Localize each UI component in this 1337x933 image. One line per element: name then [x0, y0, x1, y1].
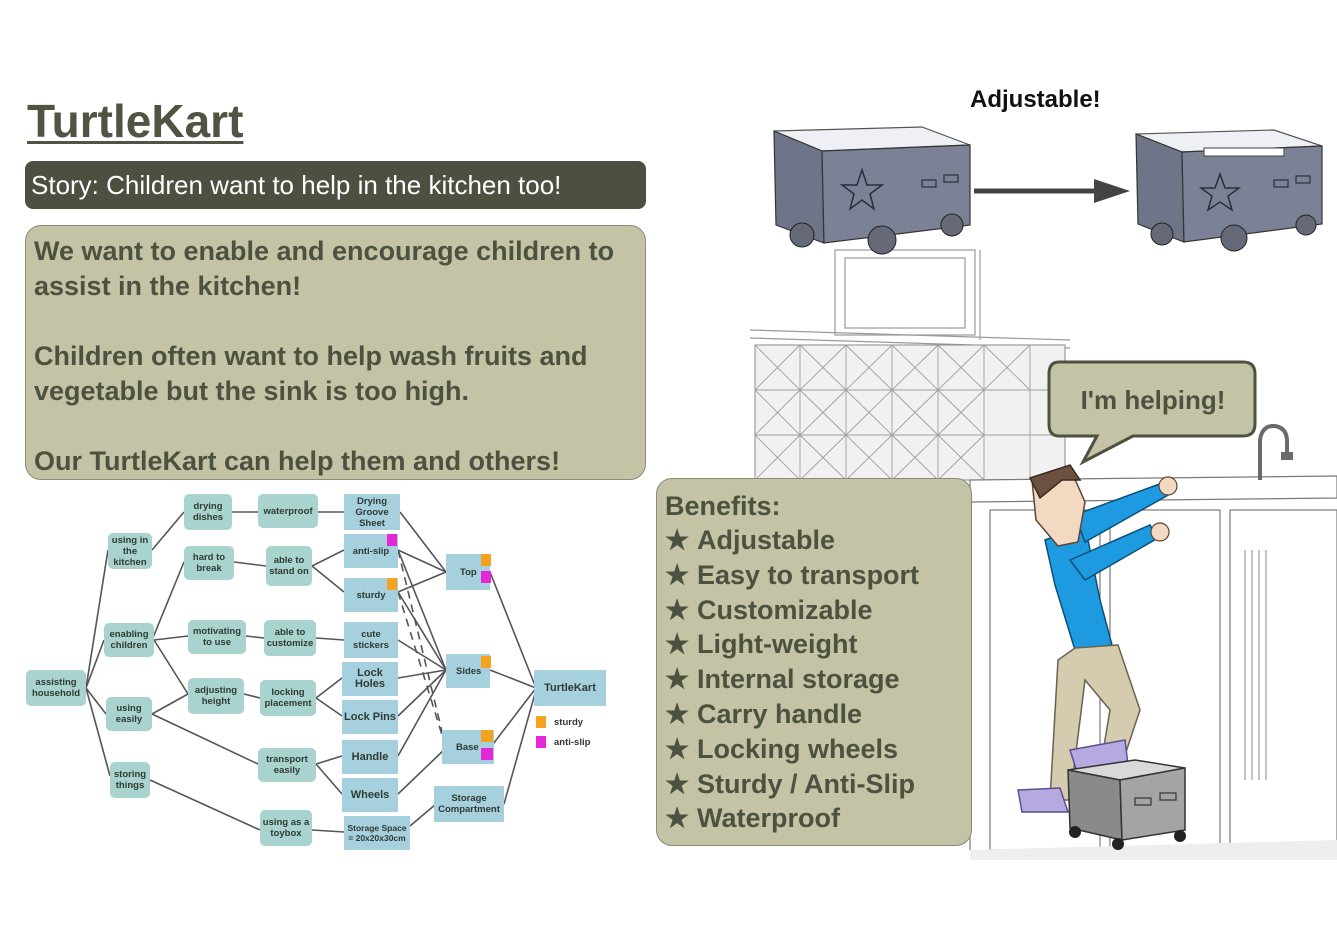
speech-bubble-text: I'm helping!: [1080, 385, 1226, 415]
benefit-label: Easy to transport: [697, 559, 920, 590]
node-enabling-children: enabling children: [104, 623, 154, 657]
story-banner: Story: Children want to help in the kitc…: [25, 161, 646, 209]
kitchen-illustration: [749, 249, 1337, 860]
node-cute-stickers: cute stickers: [344, 622, 398, 658]
node-wheels: Wheels: [342, 778, 398, 812]
benefit-item: ★Waterproof: [665, 801, 963, 836]
legend-label-antislip: anti-slip: [554, 736, 591, 748]
node-able-to-stand: able to stand on: [266, 546, 312, 586]
node-storage-space: Storage Space = 20x20x30cm: [344, 816, 410, 850]
benefit-label: Carry handle: [697, 698, 863, 729]
legend-item-antislip: anti-slip: [536, 732, 590, 752]
faucet: [1258, 423, 1290, 480]
diagram-legend: sturdy anti-slip: [536, 712, 590, 752]
child-figure: [1017, 464, 1178, 813]
benefit-label: Locking wheels: [697, 733, 899, 764]
node-locking-placement: locking placement: [260, 680, 316, 716]
node-handle: Handle: [342, 740, 398, 774]
cart-raised-render: [1135, 129, 1323, 252]
star-icon: [1198, 171, 1242, 212]
benefit-label: Waterproof: [697, 803, 840, 834]
node-toybox: using as a toybox: [260, 810, 312, 846]
benefit-label: Customizable: [697, 594, 873, 625]
node-transport-easily: transport easily: [258, 748, 316, 782]
benefit-item: ★Carry handle: [665, 697, 963, 732]
node-hard-to-break: hard to break: [184, 546, 234, 580]
node-adjusting-height: adjusting height: [188, 678, 244, 714]
star-icon: ★: [665, 525, 690, 555]
node-storage-compartment: Storage Compartment: [434, 786, 504, 822]
tag-antislip-antislip: [387, 534, 397, 546]
benefit-item: ★Adjustable: [665, 523, 963, 558]
node-assisting-household: assisting household: [26, 670, 86, 706]
star-icon: ★: [665, 664, 690, 695]
node-drying-groove-sheet: Drying Groove Sheet: [344, 494, 400, 530]
benefit-label: Light-weight: [697, 629, 858, 660]
star-icon: [839, 167, 885, 211]
benefits-heading: Benefits:: [665, 491, 781, 521]
star-icon: ★: [665, 698, 690, 729]
benefit-label: Internal storage: [697, 664, 900, 695]
benefit-item: ★Internal storage: [665, 662, 963, 697]
mission-box: We want to enable and encourage children…: [25, 225, 646, 480]
node-turtlekart: TurtleKart: [534, 670, 606, 706]
benefit-item: ★Sturdy / Anti-Slip: [665, 767, 963, 802]
tag-sides-sturdy: [481, 656, 491, 668]
node-able-to-customize: able to customize: [264, 620, 316, 656]
node-lock-holes: Lock Holes: [342, 662, 398, 696]
floor: [970, 840, 1337, 860]
cart-low-render: [773, 126, 971, 255]
star-icon: ★: [665, 594, 690, 625]
tile-backsplash: [754, 344, 1066, 481]
page-title: TurtleKart: [27, 95, 244, 147]
diagram-connectors: [85, 511, 537, 833]
node-storing-things: storing things: [110, 762, 150, 798]
benefit-label: Adjustable: [697, 525, 836, 555]
legend-label-sturdy: sturdy: [554, 716, 584, 728]
benefit-label: Sturdy / Anti-Slip: [697, 768, 915, 799]
star-icon: ★: [665, 559, 690, 590]
turtlekart-cart-in-use: [1067, 759, 1186, 850]
mission-text-3: Our TurtleKart can help them and others!: [34, 446, 561, 476]
faucet-handle: [1281, 452, 1293, 460]
legend-item-sturdy: sturdy: [536, 712, 590, 732]
tag-top-antislip: [481, 571, 491, 583]
benefit-item: ★Locking wheels: [665, 732, 963, 767]
node-drying-dishes: drying dishes: [184, 494, 232, 530]
tag-sturdy-sturdy: [387, 578, 397, 590]
tag-base-antislip: [481, 748, 493, 760]
requirements-diagram: assisting household using in the kitchen…: [0, 480, 640, 860]
benefit-item: ★Light-weight: [665, 627, 963, 662]
star-icon: ★: [665, 768, 690, 799]
star-icon: ★: [665, 803, 690, 834]
benefit-item: ★Customizable: [665, 593, 963, 628]
tag-top-sturdy: [481, 554, 491, 566]
speech-bubble: [1047, 360, 1257, 466]
star-icon: ★: [665, 733, 690, 764]
adjust-arrow: [974, 179, 1130, 203]
legend-swatch-sturdy: [536, 716, 546, 728]
benefits-list: ★Adjustable ★Easy to transport ★Customiz…: [665, 523, 963, 836]
adjustable-label: Adjustable!: [970, 86, 1101, 113]
mission-text-2: Children often want to help wash fruits …: [34, 341, 588, 406]
node-using-in-kitchen: using in the kitchen: [108, 533, 152, 569]
benefits-box: Benefits: ★Adjustable ★Easy to transport…: [656, 478, 972, 846]
node-using-easily: using easily: [106, 697, 152, 731]
star-icon: ★: [665, 629, 690, 660]
benefit-item: ★Easy to transport: [665, 558, 963, 593]
legend-swatch-antislip: [536, 736, 546, 748]
node-lock-pins: Lock Pins: [342, 700, 398, 734]
tag-base-sturdy: [481, 730, 493, 742]
mission-text-1: We want to enable and encourage children…: [34, 236, 615, 301]
node-motivating: motivating to use: [188, 620, 246, 654]
node-waterproof: waterproof: [258, 494, 318, 528]
